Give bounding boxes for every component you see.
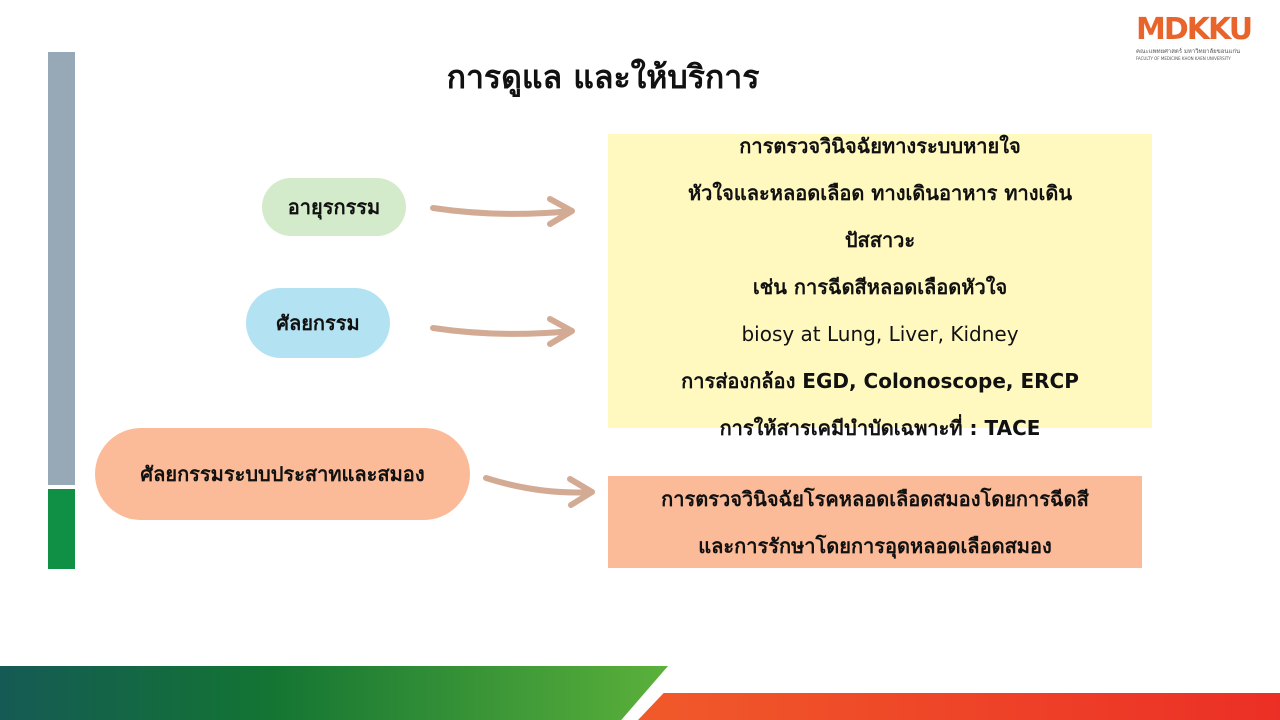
logo-subtitle-th: คณะแพทยศาสตร์ มหาวิทยาลัยขอนแก่น: [1136, 48, 1241, 55]
services-box: การตรวจวินิจฉัยทางระบบหายใจ หัวใจและหลอด…: [608, 134, 1152, 440]
footer-green-band: [0, 666, 668, 720]
department-neurosurgery: ศัลยกรรมระบบประสาทและสมอง: [95, 428, 470, 520]
service-line: การให้สารเคมีบำบัดเฉพาะที่ : TACE: [719, 416, 1041, 440]
service-line: biosy at Lung, Liver, Kidney: [741, 322, 1019, 346]
logo-text: MDKKU: [1136, 12, 1253, 47]
arrow-icon: [483, 475, 595, 508]
footer-orange-band: [638, 693, 1280, 720]
neuro-box: การตรวจวินิจฉัยโรคหลอดเลือดสมองโดยการฉีด…: [608, 476, 1142, 568]
department-surgery: ศัลยกรรม: [246, 288, 390, 358]
logo: MDKKU คณะแพทยศาสตร์ มหาวิทยาลัยขอนแก่น F…: [1136, 14, 1258, 64]
side-bar-green: [48, 489, 75, 569]
service-line: ปัสสาวะ: [844, 228, 916, 252]
arrow-icon: [430, 316, 575, 347]
service-line: การส่องกล้อง EGD, Colonoscope, ERCP: [681, 369, 1079, 393]
service-line: หัวใจและหลอดเลือด ทางเดินอาหาร ทางเดิน: [688, 181, 1072, 205]
arrow-icon: [430, 196, 575, 227]
neuro-line: การตรวจวินิจฉัยโรคหลอดเลือดสมองโดยการฉีด…: [661, 487, 1089, 511]
logo-subtitle-en: FACULTY OF MEDICINE KHON KAEN UNIVERSITY: [1136, 56, 1231, 61]
page-title: การดูแล และให้บริการ: [446, 58, 760, 96]
service-line: การตรวจวินิจฉัยทางระบบหายใจ: [739, 134, 1021, 158]
side-bar-gray: [48, 52, 75, 485]
neuro-line: และการรักษาโดยการอุดหลอดเลือดสมอง: [698, 534, 1052, 558]
service-line: เช่น การฉีดสีหลอดเลือดหัวใจ: [752, 275, 1008, 299]
department-medicine: อายุรกรรม: [262, 178, 406, 236]
